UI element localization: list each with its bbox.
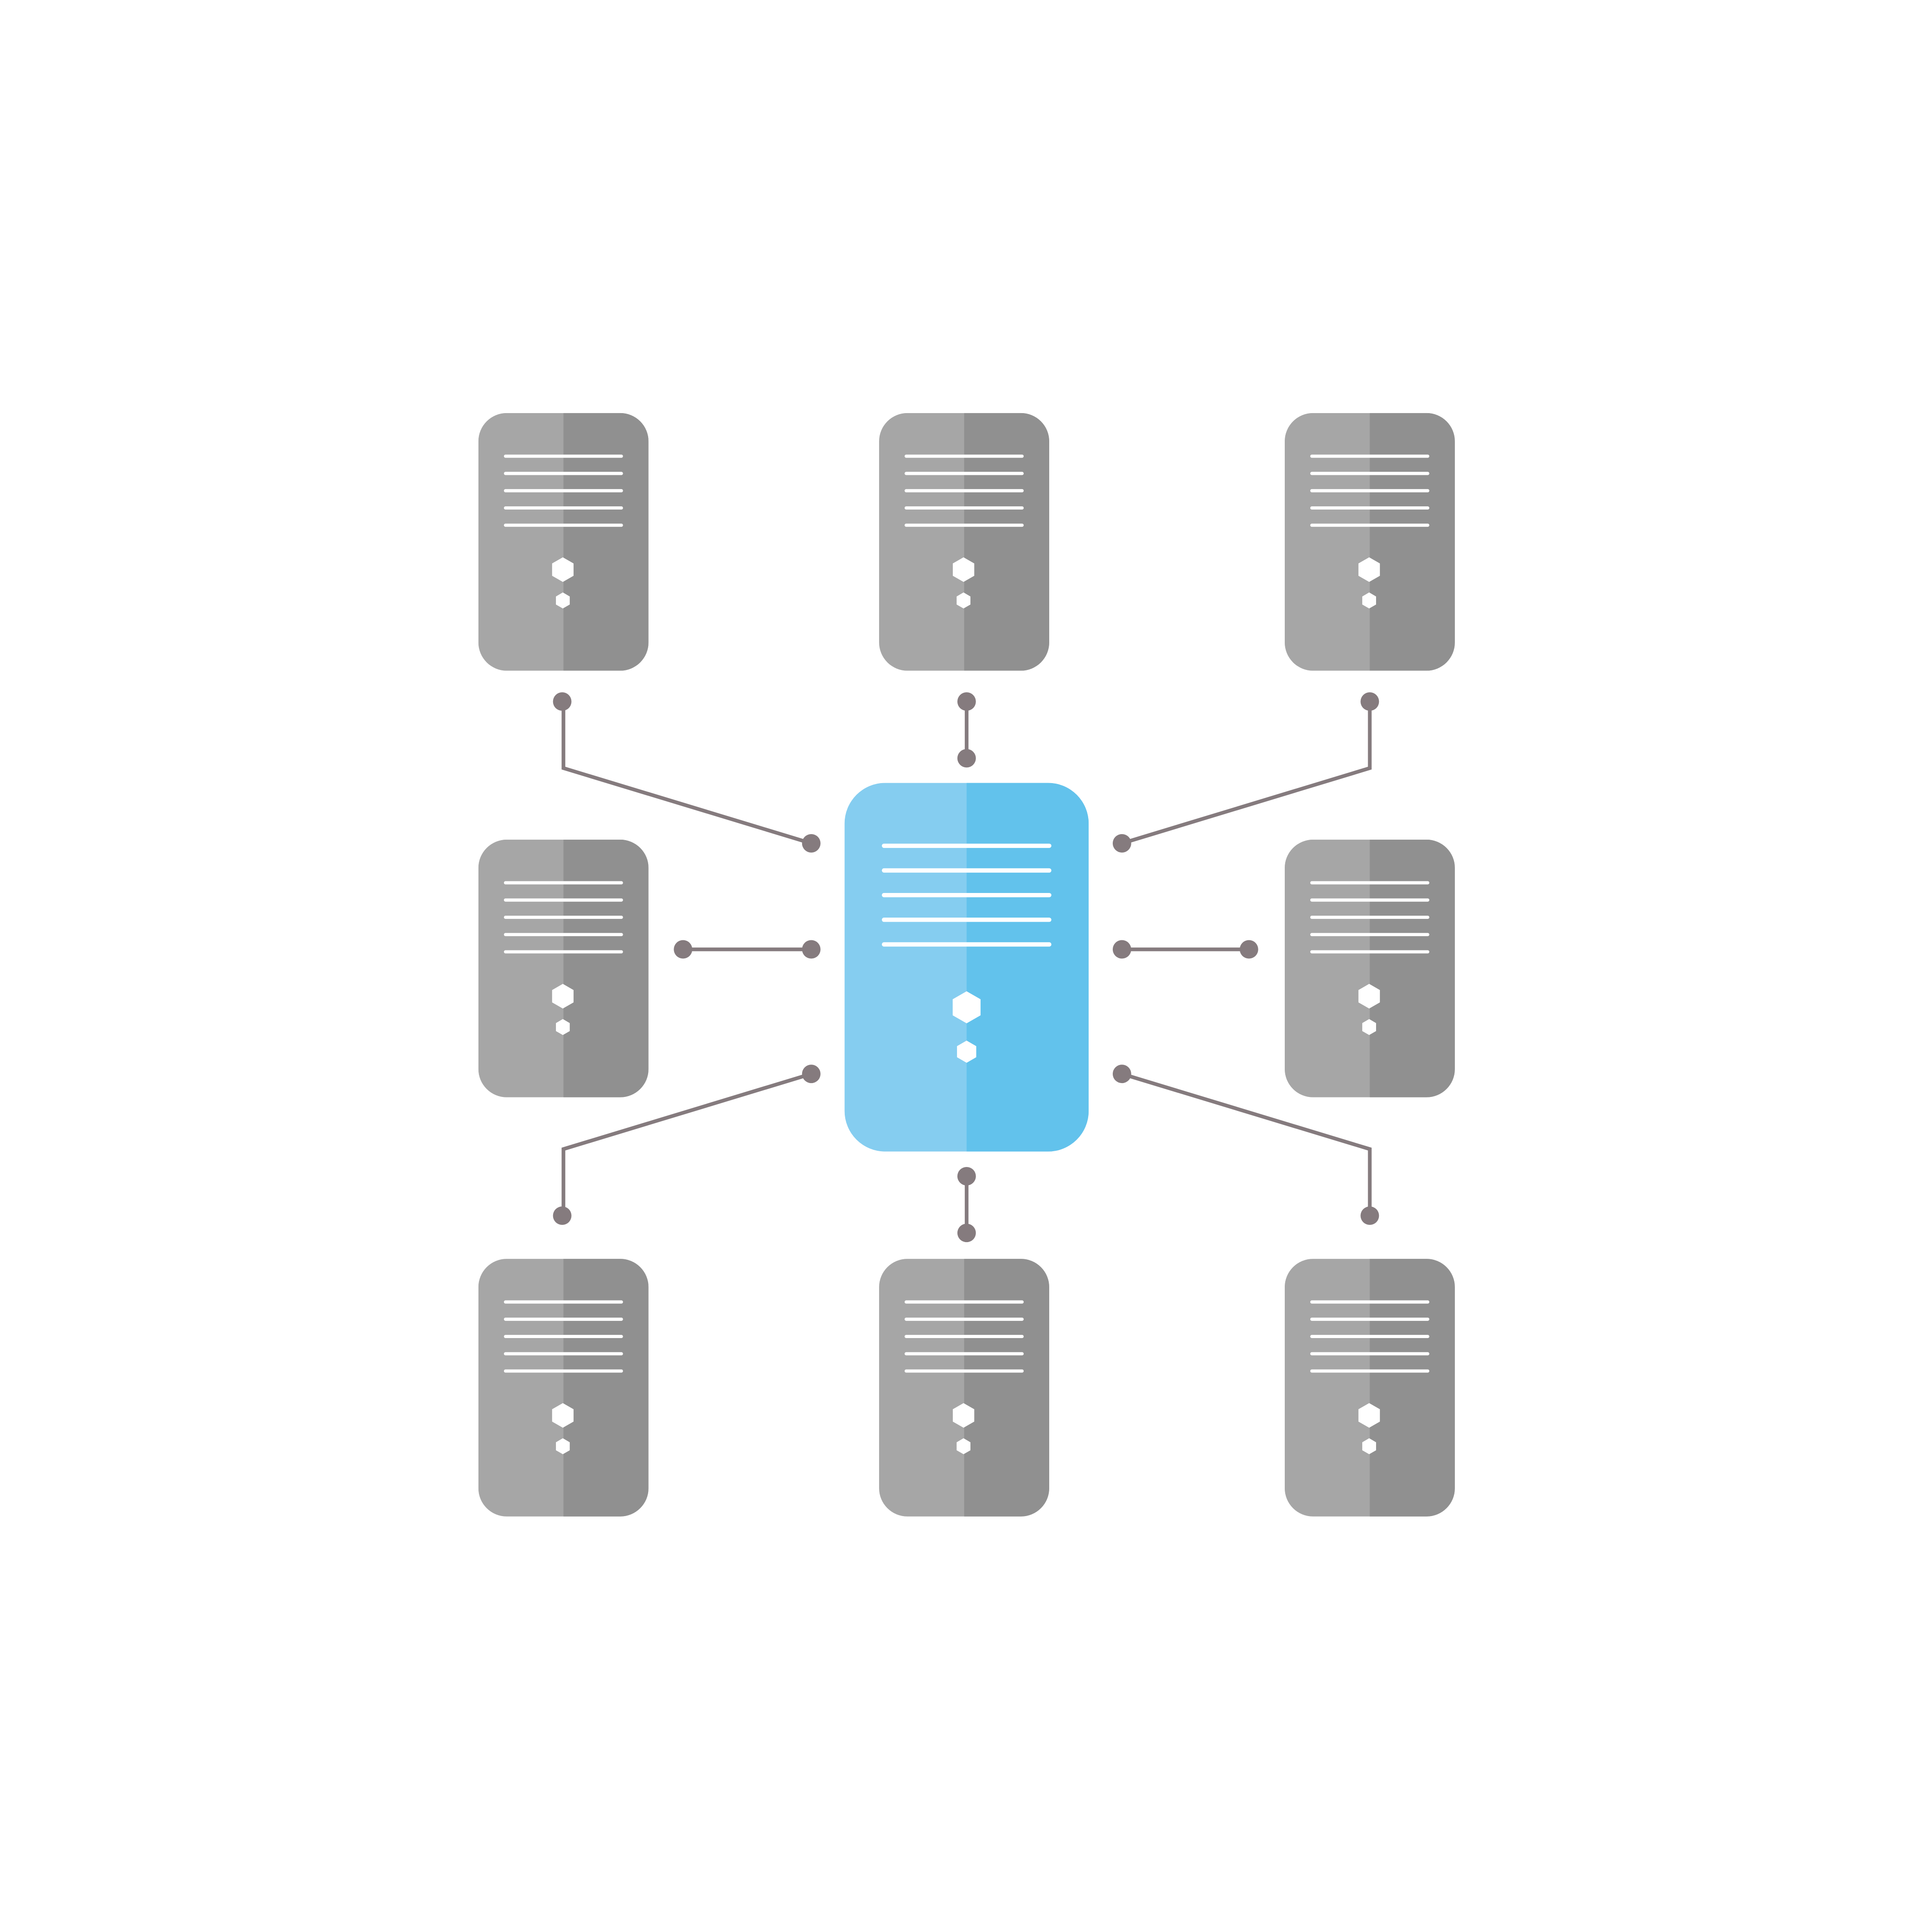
connector-dot-middle-right [1112, 940, 1131, 959]
connector-dot-bottom-center [957, 1224, 976, 1243]
server-bottom-center-body [879, 1259, 1049, 1517]
server-bottom-right [1284, 1259, 1455, 1517]
server-bottom-left-body [478, 1259, 649, 1517]
server-bottom-right-indicator-light [1358, 1403, 1380, 1428]
server-top-left-right-panel [563, 413, 649, 671]
connector-line-bottom-right [1121, 1072, 1372, 1216]
server-central-indicator-light [952, 991, 981, 1024]
connector-dot-bottom-right [1112, 1065, 1131, 1084]
connector-dot-middle-left [802, 940, 821, 959]
server-top-center [879, 413, 1049, 671]
connector-line-top-left [561, 701, 812, 845]
server-middle-right [1284, 839, 1455, 1097]
server-middle-right-right-panel [1370, 839, 1455, 1097]
server-middle-left-right-panel [563, 839, 649, 1097]
connector-dot-middle-right [1239, 940, 1258, 959]
connector-dot-bottom-left [802, 1065, 821, 1084]
server-top-right-indicator-light [1358, 557, 1380, 582]
server-top-left-body [478, 413, 649, 671]
server-middle-right-body [1284, 839, 1455, 1097]
connectors [553, 692, 1379, 1243]
server-bottom-left-right-panel [563, 1259, 649, 1517]
server-bottom-left-indicator-light [556, 1438, 570, 1454]
server-bottom-left-indicator-light [552, 1403, 574, 1428]
server-middle-left-indicator-light [556, 1019, 570, 1035]
connector-dot-top-center [957, 692, 976, 711]
server-bottom-center-right-panel [964, 1259, 1049, 1517]
server-bottom-center-indicator-light [956, 1438, 971, 1454]
server-top-center-indicator-light [956, 592, 971, 609]
server-top-left-indicator-light [556, 592, 570, 609]
server-top-right-indicator-light [1362, 592, 1376, 609]
server-bottom-right-indicator-light [1362, 1438, 1376, 1454]
server-middle-right-indicator-light [1362, 1019, 1376, 1035]
server-bottom-center-indicator-light [953, 1403, 975, 1428]
server-top-right [1284, 413, 1455, 671]
server-middle-left-indicator-light [552, 984, 574, 1009]
server-central [844, 783, 1089, 1152]
server-bottom-center [879, 1259, 1049, 1517]
connector-dot-top-right [1112, 834, 1131, 853]
connector-dot-top-right [1360, 692, 1379, 711]
server-middle-right-indicator-light [1358, 984, 1380, 1009]
connector-dot-top-left [802, 834, 821, 853]
server-top-center-right-panel [964, 413, 1049, 671]
server-middle-left-body [478, 839, 649, 1097]
server-central-indicator-light [957, 1040, 976, 1063]
server-top-left-indicator-light [552, 557, 574, 582]
connector-dot-middle-left [674, 940, 693, 959]
server-top-right-right-panel [1370, 413, 1455, 671]
server-central-right-panel [966, 783, 1089, 1152]
connector-dot-bottom-left [553, 1206, 572, 1225]
server-top-left [478, 413, 649, 671]
server-top-right-body [1284, 413, 1455, 671]
connector-dot-top-center [957, 749, 976, 768]
server-bottom-left [478, 1259, 649, 1517]
server-bottom-right-body [1284, 1259, 1455, 1517]
server-bottom-right-right-panel [1370, 1259, 1455, 1517]
connector-dot-bottom-center [957, 1167, 976, 1186]
connector-line-top-right [1121, 701, 1372, 845]
server-middle-left [478, 839, 649, 1097]
connector-line-bottom-left [561, 1072, 812, 1216]
server-top-center-body [879, 413, 1049, 671]
connector-dot-top-left [553, 692, 572, 711]
server-top-center-indicator-light [953, 557, 975, 582]
connector-dot-bottom-right [1360, 1206, 1379, 1225]
server-central-body [844, 783, 1089, 1152]
